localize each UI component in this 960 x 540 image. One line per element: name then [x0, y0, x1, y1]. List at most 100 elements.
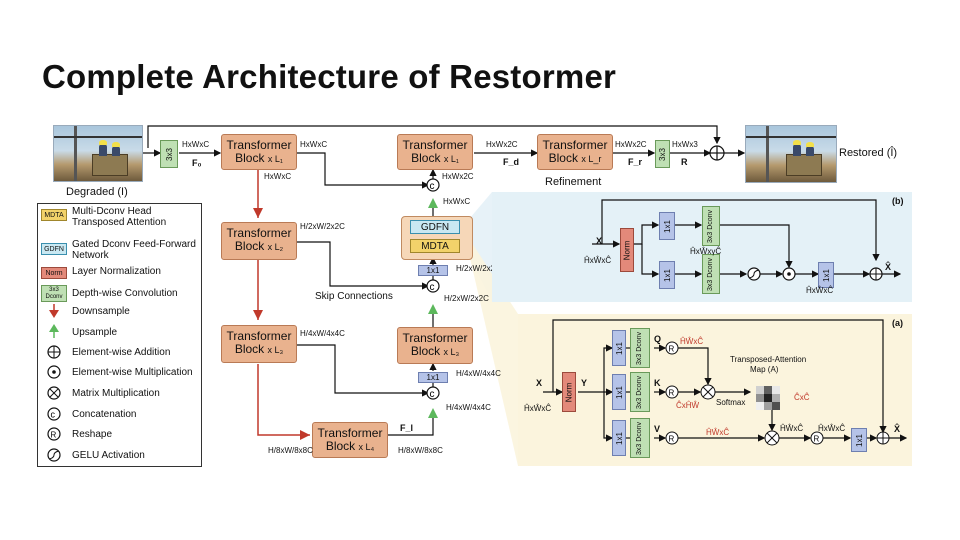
attention-map-grid [756, 386, 780, 410]
downsample-icon [49, 304, 59, 318]
transformer-block-l2: Transformer Block x L₂ [221, 222, 297, 260]
element-wise-addition-icon [47, 345, 61, 359]
matrix-multiplication-icon [47, 386, 61, 400]
r-label: R [681, 157, 688, 167]
transformer-block-l4: Transformer Block x L₄ [312, 422, 388, 458]
dim-dec3-in: H/4xW/4x4C [456, 369, 501, 378]
dim-r: HxWx3 [672, 140, 698, 149]
svg-text:R: R [814, 435, 820, 444]
gdfn-box: GDFN [410, 220, 460, 234]
legend-dconv-tag: 3x3 Dconv [41, 285, 67, 302]
dim-dec1-concat: HxWxC [443, 197, 471, 206]
legend-matrix-mult: Matrix Multiplication [72, 388, 160, 399]
panel-a-conv1x1-k: 1x1 [612, 374, 626, 410]
legend-concatenation: Concatenation [72, 409, 137, 420]
legend-norm-text: Layer Normalization [72, 266, 161, 277]
dim-l4-out: H/8xW/8x8C [398, 446, 443, 455]
legend-mdta-text: Multi-Dconv Head Transposed Attention [72, 206, 167, 228]
legend-mdta-tag: MDTA [41, 209, 67, 221]
conv1x1-level3: 1x1 [418, 372, 448, 383]
mdta-box: MDTA [410, 239, 460, 253]
panel-b-dconv-top: 3x3 Dconv [702, 206, 720, 246]
panel-a-softmax: Softmax [716, 398, 746, 407]
panel-b-conv1x1-out: 1x1 [818, 262, 834, 288]
legend-downsample: Downsample [72, 306, 130, 317]
fr-label: F_r [628, 157, 643, 167]
panel-b-dim-mid: ĤxŴxγĈ [690, 247, 722, 256]
transformer-block-l3-decoder: Transformer Block x L₃ [397, 327, 473, 364]
output-conv3x3: 3x3 [655, 140, 670, 168]
svg-text:c: c [430, 181, 435, 192]
svg-text:R: R [669, 389, 675, 398]
dim-l4-in: H/8xW/8x8C [268, 446, 313, 455]
panel-a-v: V [654, 424, 661, 434]
dim-l1-down: HxWxC [264, 172, 292, 181]
legend-dconv-text: Depth-wise Convolution [72, 288, 178, 299]
input-conv3x3: 3x3 [160, 140, 178, 168]
dim-dec1-in: HxWx2C [442, 172, 474, 181]
transformer-block-refinement: Transformer Block x L_r [537, 134, 613, 170]
legend-gelu: GELU Activation [72, 450, 145, 461]
panel-b-x: X [596, 236, 603, 246]
page-title: Complete Architecture of Restormer [42, 58, 617, 95]
panel-b-xhat: X̂ [885, 262, 892, 272]
legend-gdfn-tag: GDFN [41, 243, 67, 255]
panel-b-conv1x1-top: 1x1 [659, 212, 675, 240]
panel-b-dconv-bottom: 3x3 Dconv [702, 254, 720, 294]
panel-a-k: K [654, 378, 661, 388]
concatenation-icon: c [47, 407, 61, 421]
panel-a-dim-r2: ĤxŴxĈ [818, 424, 846, 433]
dim-l2: H/2xW/2x2C [300, 222, 345, 231]
panel-a-dconv-k: 3x3 Dconv [630, 372, 650, 412]
panel-a-q: Q [654, 334, 662, 344]
panel-a-y: Y [581, 378, 588, 388]
restored-label: Restored (Î) [839, 147, 898, 159]
panel-a-conv1x1-out: 1x1 [851, 428, 867, 452]
panel-a-norm: Norm [562, 372, 576, 412]
fd-label: F_d [503, 157, 520, 167]
dim-dec2-out: H/2xW/2x2C [456, 264, 501, 273]
panel-b-conv1x1-bottom: 1x1 [659, 261, 675, 289]
upsample-icon [49, 324, 59, 338]
panel-a-dim-att: ĈxĈ [794, 393, 810, 402]
reshape-icon: R [47, 427, 61, 441]
refinement-label: Refinement [545, 176, 602, 188]
panel-a-connections: R R R R [543, 319, 908, 446]
transformer-block-l1-encoder: Transformer Block x L₁ [221, 134, 297, 170]
svg-text:R: R [669, 435, 675, 444]
degraded-label: Degraded (I) [66, 186, 128, 198]
panel-a-dconv-q: 3x3 Dconv [630, 328, 650, 368]
panel-a-dim-q: ĤŴxĈ [680, 337, 704, 346]
panel-b-dim-in: ĤxŴxĈ [584, 256, 612, 265]
panel-a-x: X [536, 378, 543, 388]
transformer-block-l1-decoder: Transformer Block x L₁ [397, 134, 473, 170]
dim-dec2-concat: H/2xW/2x2C [444, 294, 489, 303]
svg-text:c: c [430, 282, 435, 293]
panel-a-dim-in: ĤxŴxĈ [524, 404, 552, 413]
panel-b-dim-out: ĤxŴxĈ [806, 286, 834, 295]
svg-text:R: R [51, 431, 57, 440]
legend-addition: Element-wise Addition [72, 347, 171, 358]
dim-fr: HxWx2C [615, 140, 647, 149]
panel-a-dim-r1: ĤŴxĈ [780, 424, 804, 433]
panel-a-dim-v: ĤŴxĈ [706, 428, 730, 437]
panel-a-att-map: Map (A) [750, 365, 779, 374]
skip-connections-label: Skip Connections [315, 291, 393, 302]
panel-b-norm: Norm [620, 228, 634, 272]
panel-a-dconv-v: 3x3 Dconv [630, 418, 650, 458]
svg-text:c: c [430, 389, 435, 400]
panel-a-conv1x1-q: 1x1 [612, 330, 626, 366]
legend-norm-tag: Norm [41, 267, 67, 279]
element-wise-multiplication-icon [47, 365, 61, 379]
dim-f0: HxWxC [182, 140, 210, 149]
degraded-image [53, 125, 143, 182]
transformer-block-l3-encoder: Transformer Block x L₃ [221, 325, 297, 363]
conv1x1-level2: 1x1 [418, 265, 448, 276]
fl-label: F_l [400, 423, 414, 433]
legend-reshape: Reshape [72, 429, 113, 440]
panel-a-conv1x1-v: 1x1 [612, 420, 626, 456]
panel-a-dim-k: ĈxĤŴ [676, 401, 700, 410]
svg-text:R: R [669, 345, 675, 354]
panel-a-label: (a) [892, 318, 903, 328]
legend-gdfn-text: Gated Dconv Feed-Forward Network [72, 239, 196, 261]
